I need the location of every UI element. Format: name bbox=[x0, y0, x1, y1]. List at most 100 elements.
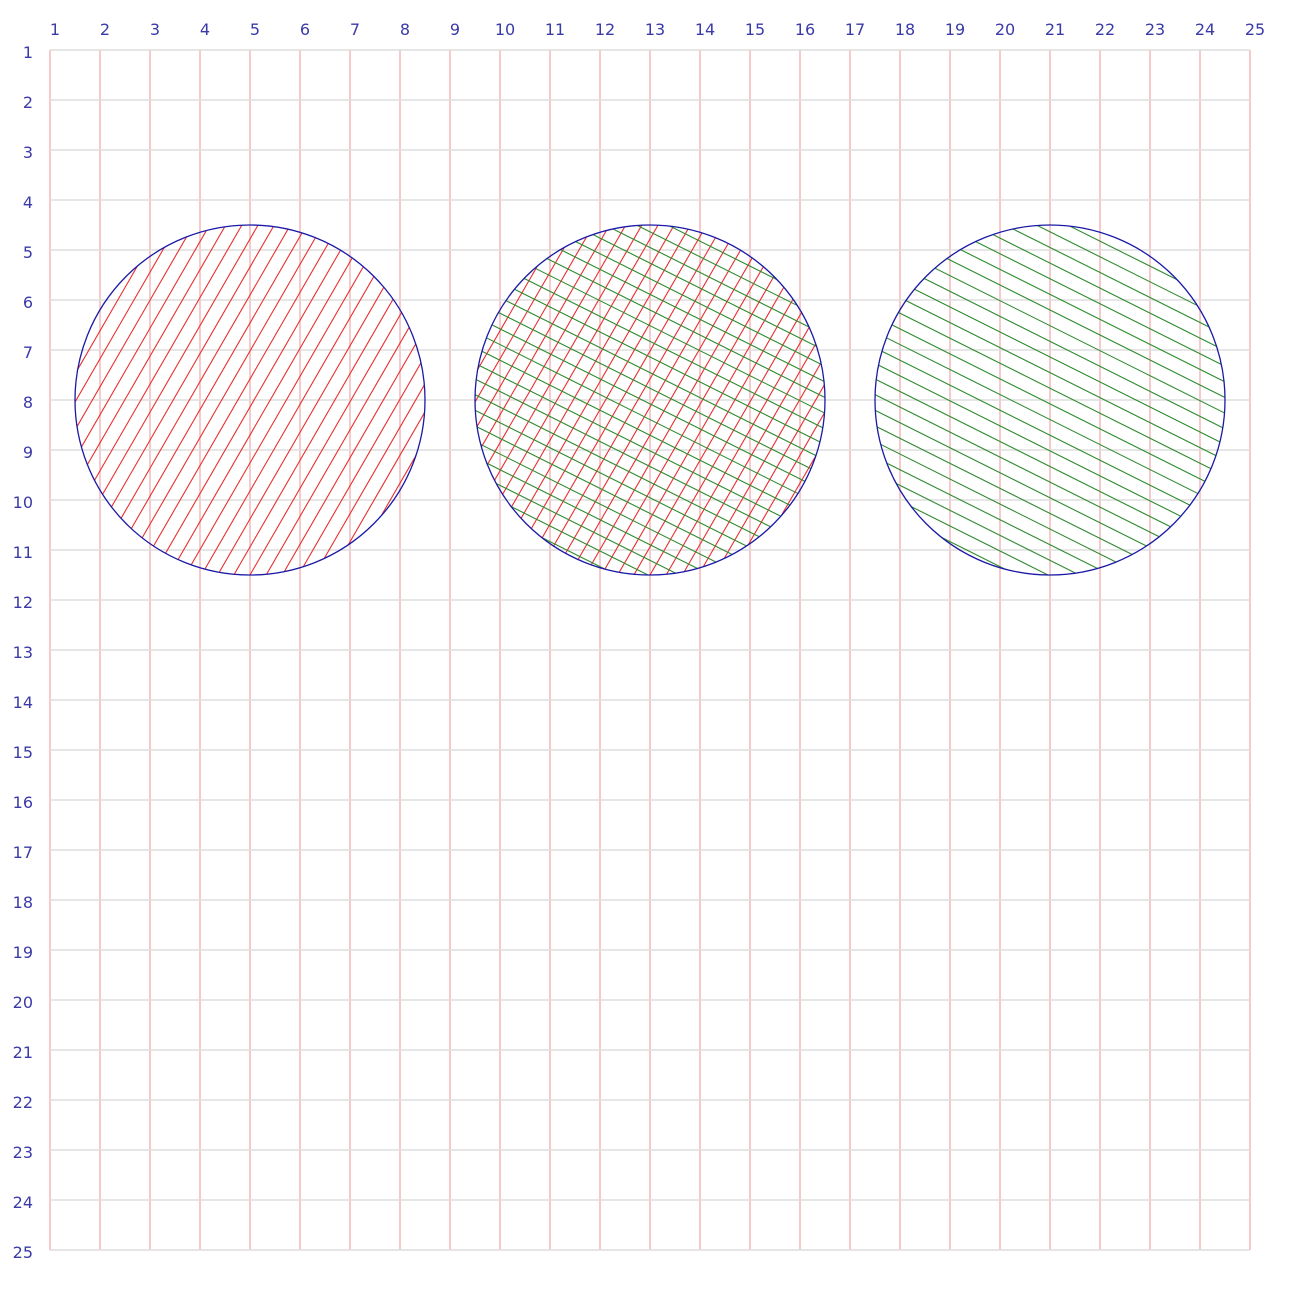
y-axis-label: 15 bbox=[13, 743, 33, 762]
hatch-line bbox=[875, 225, 1225, 421]
hatch-line bbox=[475, 485, 784, 575]
circle-right-outline bbox=[874, 224, 1226, 576]
hatch-line bbox=[75, 225, 252, 553]
x-axis-label: 4 bbox=[200, 20, 210, 39]
hatch-line bbox=[497, 225, 761, 575]
y-axis-label: 17 bbox=[13, 843, 33, 862]
hatch-line bbox=[926, 225, 1225, 296]
x-axis-label: 22 bbox=[1095, 20, 1115, 39]
x-axis-label: 18 bbox=[895, 20, 915, 39]
y-axis-labels: 1234567891011121314151617181920212223242… bbox=[13, 43, 33, 1262]
hatch-line bbox=[194, 225, 425, 575]
y-axis-label: 4 bbox=[23, 193, 33, 212]
hatch-line bbox=[875, 435, 1209, 575]
hatch-line bbox=[875, 285, 1225, 521]
hatch-line bbox=[75, 225, 337, 575]
hatch-line bbox=[315, 286, 425, 575]
hatch-line bbox=[888, 225, 1225, 371]
x-axis-label: 9 bbox=[450, 20, 460, 39]
hatch-line bbox=[494, 225, 825, 359]
hatch-line bbox=[475, 285, 825, 521]
hatch-line bbox=[475, 225, 825, 409]
hatch-line bbox=[266, 258, 425, 575]
hatch-line bbox=[278, 265, 425, 575]
hatch-line bbox=[181, 225, 425, 575]
x-axis-label: 12 bbox=[595, 20, 615, 39]
x-axis-label: 2 bbox=[100, 20, 110, 39]
y-axis-label: 14 bbox=[13, 693, 33, 712]
y-axis-label: 18 bbox=[13, 893, 33, 912]
y-axis-label: 2 bbox=[23, 93, 33, 112]
x-axis-label: 3 bbox=[150, 20, 160, 39]
circle-left bbox=[74, 224, 426, 576]
hatch-line bbox=[875, 322, 1225, 559]
hatch-line bbox=[475, 360, 825, 575]
hatch-line bbox=[875, 297, 1225, 534]
hatch-line bbox=[475, 225, 664, 560]
hatch-line bbox=[875, 335, 1225, 572]
hatch-line bbox=[475, 225, 640, 546]
y-axis-label: 21 bbox=[13, 1043, 33, 1062]
x-axis-label: 10 bbox=[495, 20, 515, 39]
x-axis-label: 8 bbox=[400, 20, 410, 39]
circle-left-hatch-forward bbox=[75, 225, 425, 575]
hatch-line bbox=[875, 235, 1225, 471]
y-axis-label: 1 bbox=[23, 43, 33, 62]
circle-middle-outline bbox=[474, 224, 826, 576]
hatch-line bbox=[75, 225, 179, 511]
hatch-line bbox=[475, 225, 700, 575]
y-axis-label: 5 bbox=[23, 243, 33, 262]
x-axis-label: 21 bbox=[1045, 20, 1065, 39]
x-axis-label: 15 bbox=[745, 20, 765, 39]
hatch-line bbox=[169, 225, 425, 575]
circle-middle-hatch-backward bbox=[475, 225, 825, 575]
hatch-line bbox=[482, 225, 825, 384]
hatch-line bbox=[475, 397, 825, 575]
x-axis-label: 17 bbox=[845, 20, 865, 39]
hatch-line bbox=[475, 225, 688, 574]
hatch-line bbox=[875, 397, 1225, 575]
hatch-line bbox=[475, 385, 825, 575]
hatch-line bbox=[882, 225, 1225, 384]
hatch-line bbox=[666, 258, 825, 575]
hatch-line bbox=[475, 225, 825, 459]
x-axis-label: 13 bbox=[645, 20, 665, 39]
x-axis-label: 25 bbox=[1245, 20, 1265, 39]
hatch-line bbox=[75, 225, 167, 504]
y-axis-label: 6 bbox=[23, 293, 33, 312]
x-axis-label: 14 bbox=[695, 20, 715, 39]
hatch-line bbox=[475, 225, 737, 575]
hatch-line bbox=[545, 225, 810, 575]
hatch-line bbox=[157, 225, 422, 575]
hatch-line bbox=[475, 225, 825, 434]
hatch-line bbox=[875, 225, 1225, 434]
y-axis-label: 10 bbox=[13, 493, 33, 512]
hatch-line bbox=[519, 225, 825, 309]
hatch-line bbox=[678, 265, 825, 575]
hatch-line bbox=[475, 448, 803, 575]
hatch-line bbox=[654, 251, 825, 575]
hatch-line bbox=[75, 225, 276, 567]
y-axis-label: 9 bbox=[23, 443, 33, 462]
hatch-line bbox=[475, 260, 825, 496]
hatch-line bbox=[254, 251, 425, 575]
hatch-line bbox=[218, 230, 425, 575]
hatch-line bbox=[475, 410, 821, 575]
hatch-line bbox=[242, 244, 425, 575]
hatch-line bbox=[75, 225, 264, 560]
hatch-line bbox=[145, 225, 410, 575]
hatch-line bbox=[875, 260, 1225, 496]
hatch-line bbox=[339, 300, 425, 575]
hatch-line bbox=[75, 225, 288, 574]
hatch-line bbox=[484, 225, 749, 575]
y-axis-label: 23 bbox=[13, 1143, 33, 1162]
x-axis-label: 5 bbox=[250, 20, 260, 39]
hatch-line bbox=[507, 225, 825, 334]
hatch-line bbox=[875, 385, 1225, 575]
circle-middle-hatch-forward bbox=[475, 225, 825, 575]
hatch-line bbox=[475, 225, 825, 421]
x-axis-label: 7 bbox=[350, 20, 360, 39]
y-axis-label: 16 bbox=[13, 793, 33, 812]
